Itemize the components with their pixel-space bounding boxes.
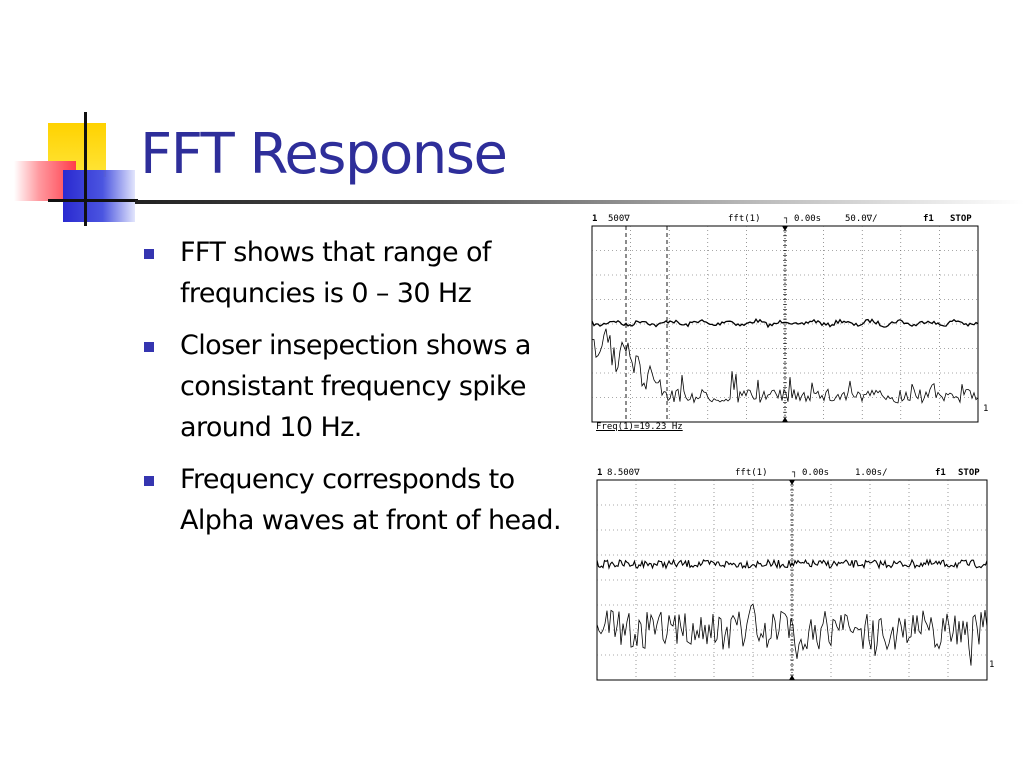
bullet-square-icon [144,249,154,259]
slide-logo-decoration [0,0,150,240]
scope-status-label: STOP [958,468,980,478]
scope-side-marker: 1 [983,404,989,414]
bullet-square-icon [144,476,154,486]
title-underline-rule [135,200,1024,204]
scope-channel-label: 1 [592,214,598,224]
logo-vertical-line [84,112,87,226]
scope-grid [592,225,978,423]
bullet-text: Frequency corresponds to Alpha waves at … [180,464,562,536]
scope-offset-arrow-icon: ┐ [792,468,798,478]
scope-timebase-label: 50.0∇/ [845,214,878,224]
scope-trigger-label: f1 [923,214,934,224]
scope-plot-area [596,479,988,681]
scope-status-label: STOP [950,214,972,224]
slide-title: FFT Response [140,122,508,187]
scope-offset-arrow-icon: ┐ [784,214,790,224]
scope-volts-label: 500∇ [608,214,630,224]
scope-frequency-readout: Freq(1)=19.23 Hz [596,422,683,432]
bullet-item: FFT shows that range of frequncies is 0 … [142,232,562,314]
scope-mode-label: fft(1) [735,468,768,478]
scope-trigger-marker-icon [789,675,795,680]
scope-trigger-label: f1 [935,468,946,478]
scope-grid [597,479,987,681]
scope-time-trace [591,317,979,329]
scope-fft-trace [596,603,988,666]
scope-offset-label: 0.00s [794,214,822,224]
scope-offset-label: 0.00s [802,468,830,478]
scope-fft-trace [591,328,979,405]
bullet-square-icon [144,342,154,352]
scope-plot-area [591,225,979,423]
scope-channel-label: 1 [597,468,603,478]
oscilloscope-screenshot-fft: 1 500∇ fft(1) ┐ 0.00s 50.0∇/ f1 STOP 1 F… [590,214,990,432]
scope-trigger-marker-icon [789,480,795,485]
bullet-item: Closer insepection shows a consistant fr… [142,325,562,448]
scope-side-marker: 1 [989,660,995,670]
scope-trigger-marker-icon [782,417,788,422]
bullet-item: Frequency corresponds to Alpha waves at … [142,459,562,541]
bullet-text: FFT shows that range of frequncies is 0 … [180,237,491,309]
scope-volts-label: 8.500∇ [607,468,640,478]
logo-blue-square [63,170,135,222]
scope-timebase-label: 1.00s/ [855,468,888,478]
scope-mode-label: fft(1) [728,214,761,224]
bullet-list: FFT shows that range of frequncies is 0 … [142,232,562,552]
scope-trigger-marker-icon [782,226,788,231]
bullet-text: Closer insepection shows a consistant fr… [180,330,531,443]
logo-horizontal-line [48,199,138,202]
scope-time-trace [596,558,988,570]
oscilloscope-screenshot-signal: 1 8.500∇ fft(1) ┐ 0.00s 1.00s/ f1 STOP 1 [595,468,995,686]
